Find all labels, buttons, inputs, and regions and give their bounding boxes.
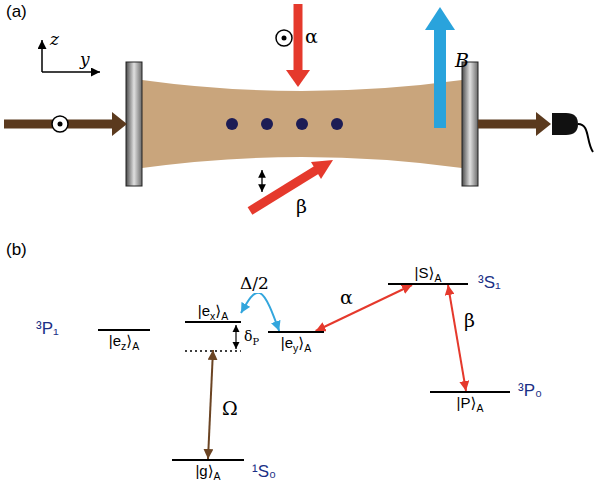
figure-label: ³P₁ [36, 319, 59, 339]
figure-label: ¹S₀ [252, 462, 276, 482]
magnetic-field-arrow [425, 7, 455, 128]
right-mirror [462, 62, 478, 186]
cavity-mode [142, 80, 462, 168]
transition-label: Ω [220, 398, 240, 419]
figure-label: β [296, 196, 307, 218]
transition-label: β [462, 310, 477, 331]
energy-level: |P⟩A [430, 391, 510, 413]
level-label: |S⟩A [388, 263, 468, 283]
output-beam [478, 112, 593, 152]
level-label: |ex⟩A [185, 301, 241, 321]
transition-label: α [338, 287, 355, 308]
figure-label: (a) [6, 2, 27, 22]
level-label: |P⟩A [430, 393, 510, 413]
figure-label: δP [244, 328, 259, 344]
left-mirror [126, 62, 142, 186]
detuning-arrow [235, 325, 236, 349]
atoms [226, 118, 343, 130]
level-label: |g⟩A [172, 461, 244, 481]
energy-level: |ey⟩A [268, 331, 324, 353]
figure-label: α [305, 26, 318, 48]
detector [552, 113, 578, 135]
transition-arrow [448, 285, 466, 391]
beta-beam [250, 160, 333, 211]
alpha-beam [276, 4, 310, 87]
figure-label: B [455, 50, 469, 72]
level-label: |ez⟩A [98, 331, 150, 351]
transition-arrow [316, 285, 412, 331]
fiber-cable [578, 124, 593, 152]
energy-level: |ex⟩A [185, 301, 241, 323]
transition-arrow [241, 293, 279, 331]
energy-level: |g⟩A [172, 459, 244, 481]
figure-label: ³P₀ [518, 381, 542, 401]
transition-arrow [208, 350, 213, 459]
level-label: |ey⟩A [268, 333, 324, 353]
figure-label: (b) [6, 240, 27, 260]
figure-label: y [80, 50, 90, 70]
figure-label: z [50, 30, 59, 50]
energy-level: |ez⟩A [98, 329, 150, 351]
transition-label: Δ/2 [238, 274, 271, 293]
input-beam [4, 112, 127, 136]
figure-label: ³S₁ [478, 273, 501, 293]
energy-level: |S⟩A [388, 263, 468, 285]
